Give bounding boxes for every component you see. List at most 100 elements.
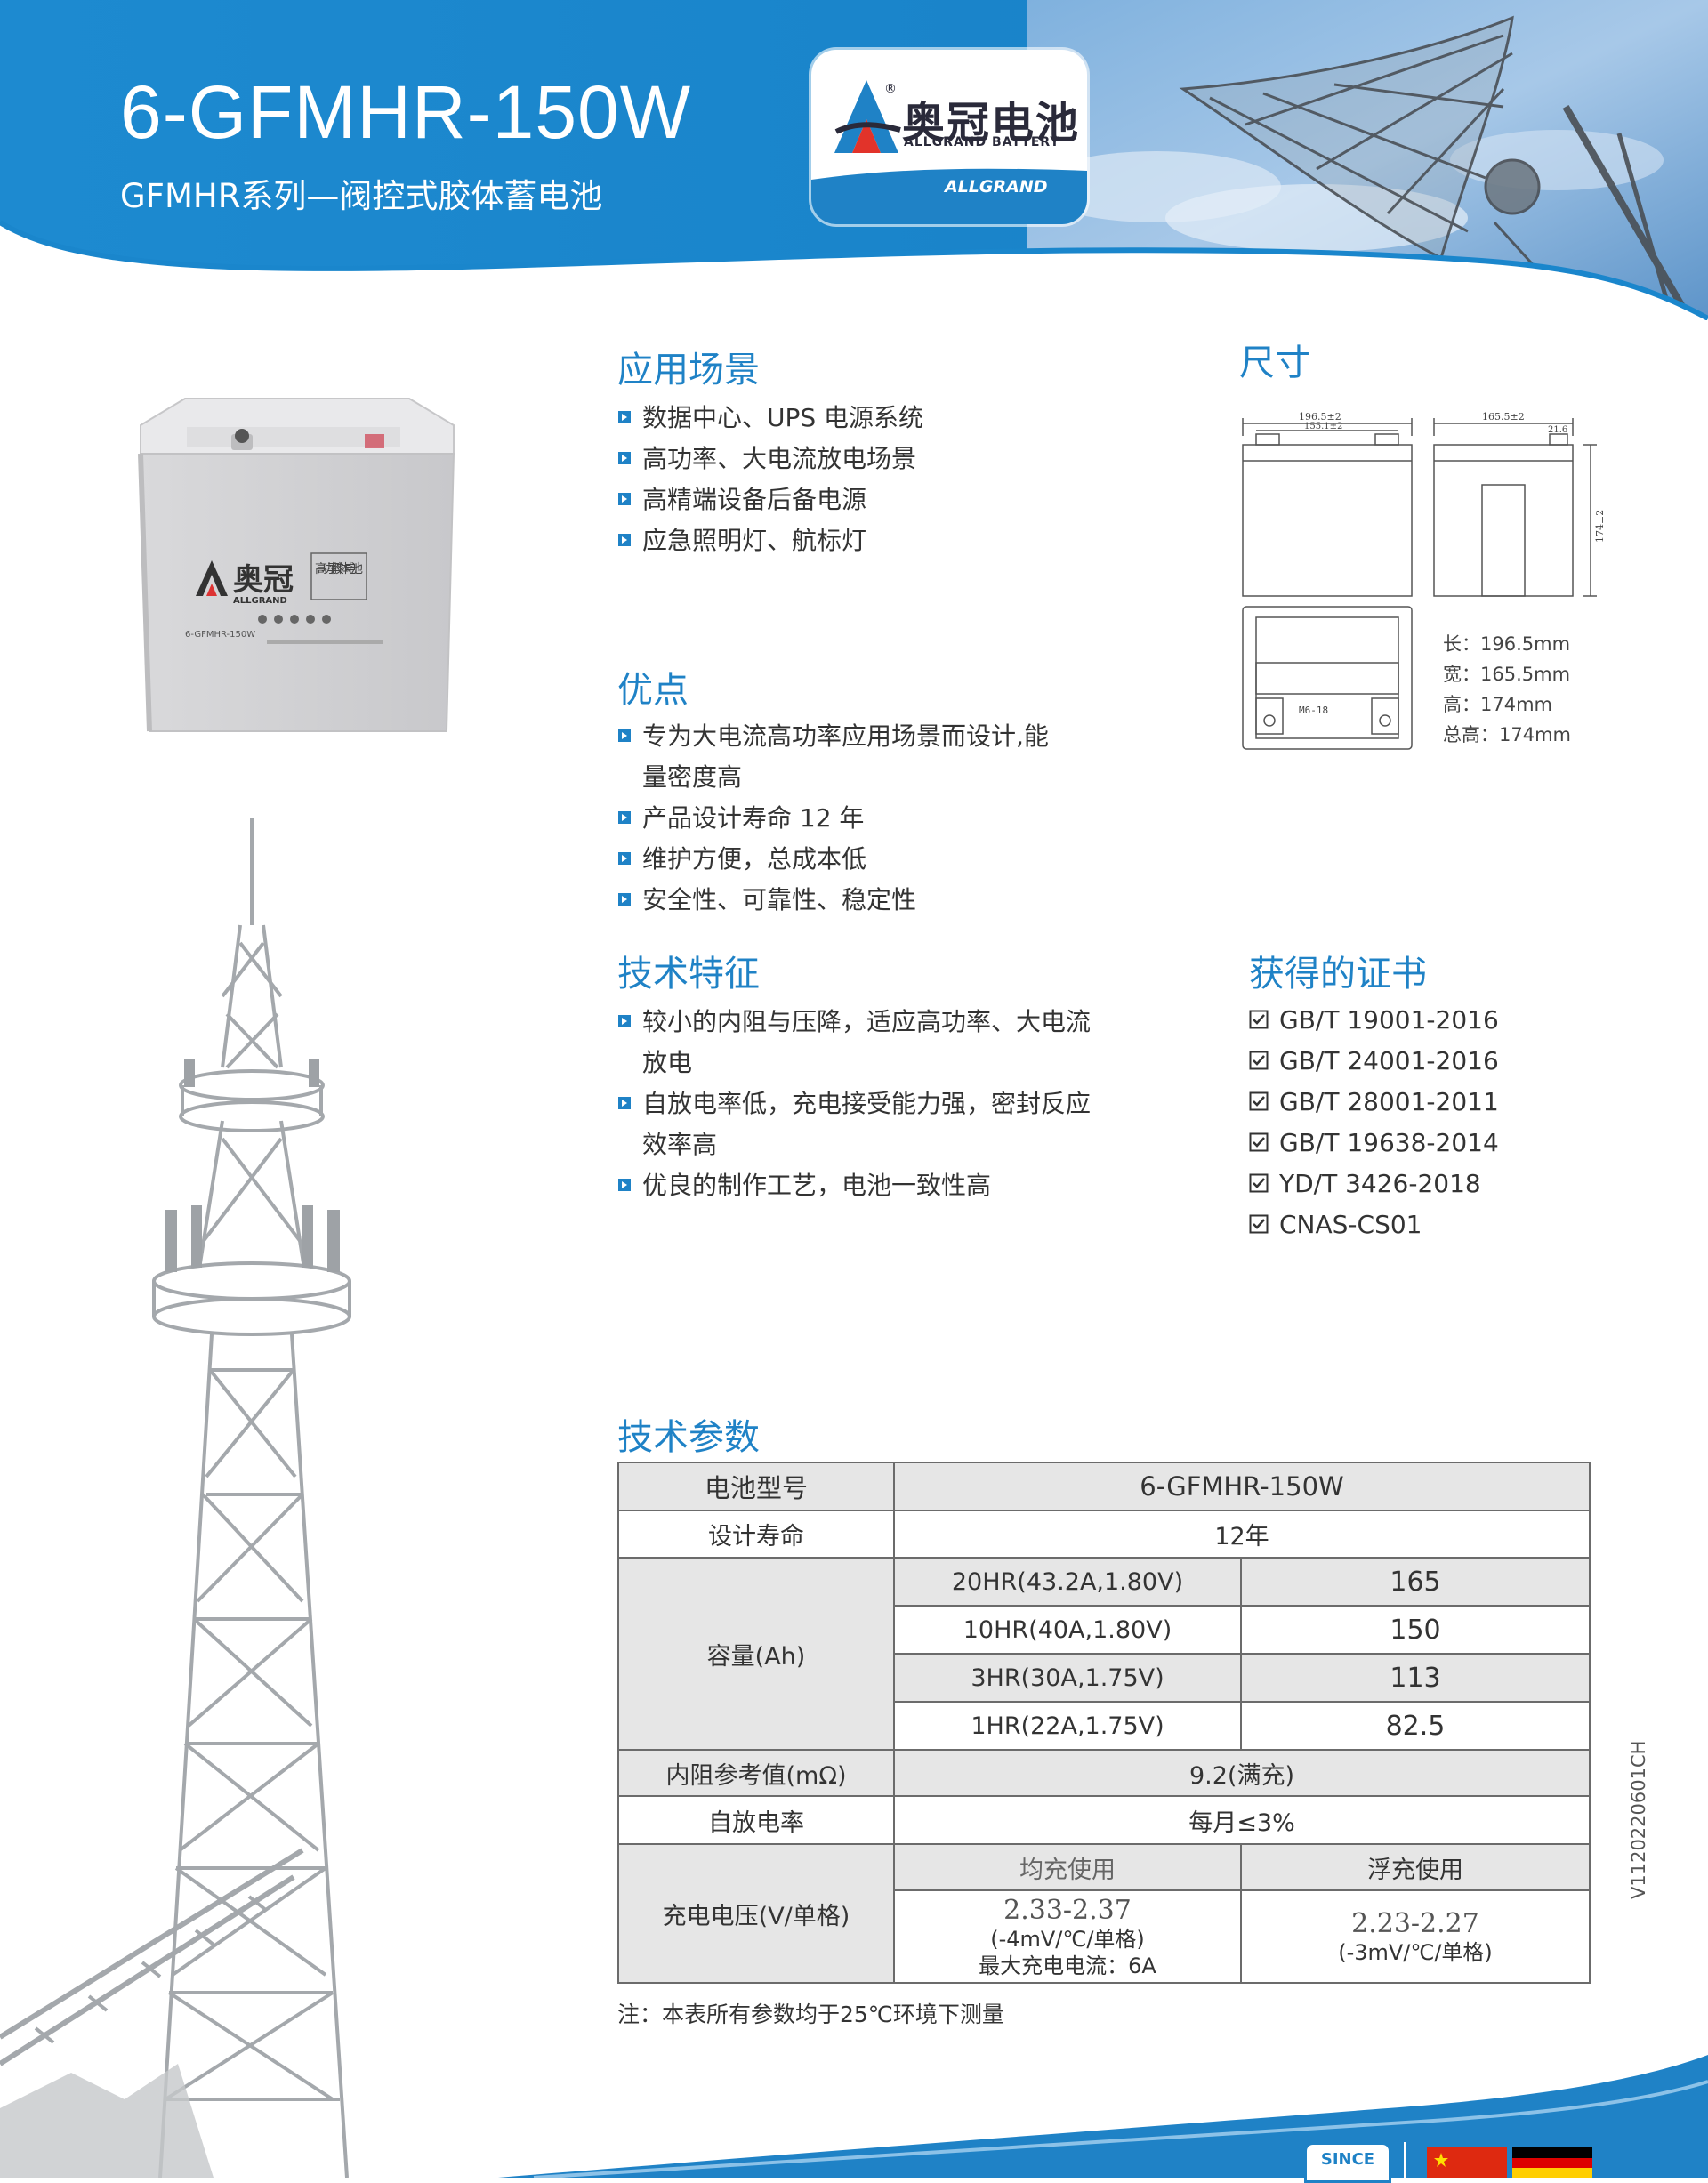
table-cell: 113 xyxy=(1240,1653,1591,1703)
table-cell: 电池型号 xyxy=(617,1462,895,1511)
checkbox-checked-icon xyxy=(1249,1132,1269,1152)
bullet-square-icon xyxy=(618,729,631,742)
list-item: CNAS-CS01 xyxy=(1249,1204,1623,1245)
spec-table: 电池型号 6-GFMHR-150W 设计寿命 12年 容量(Ah) 20HR(4… xyxy=(617,1462,1591,1984)
table-cell: 充电电压(V/单格) xyxy=(617,1843,895,1984)
brand-name-cn: 奥冠电池 xyxy=(902,98,1081,148)
drawing-top-width: 196.5±2 xyxy=(1299,411,1341,423)
table-cell: 150 xyxy=(1240,1605,1591,1655)
advantages-list: 专为大电流高功率应用场景而设计,能量密度高 产品设计寿命 12 年 维护方便，总… xyxy=(617,716,1116,921)
bullet-square-icon xyxy=(618,493,631,505)
table-cell: 设计寿命 xyxy=(617,1510,895,1559)
table-row: 设计寿命 12年 xyxy=(617,1510,1591,1559)
drawing-side-width: 165.5±2 xyxy=(1482,411,1525,423)
list-item: 自放电率低，充电接受能力强，密封反应效率高 xyxy=(617,1083,1116,1165)
features-list: 较小的内阻与压降，适应高功率、大电流放电 自放电率低，充电接受能力强，密封反应效… xyxy=(617,1002,1116,1206)
brand-name-en: ALLGRAND BATTERY xyxy=(904,135,1060,149)
checkbox-checked-icon xyxy=(1249,1214,1269,1234)
satellite-dish-illustration xyxy=(1179,15,1694,318)
checkbox-checked-icon xyxy=(1249,1173,1269,1193)
brand-band-text: ALLGRAND xyxy=(945,177,1048,197)
china-flag-icon xyxy=(1427,2147,1507,2178)
registered-mark: ® xyxy=(884,82,897,96)
bullet-square-icon xyxy=(618,852,631,865)
drawing-terminal: 21.6 xyxy=(1548,425,1567,435)
list-item: 优良的制作工艺，电池一致性高 xyxy=(617,1165,1116,1206)
bullet-square-icon xyxy=(618,534,631,546)
brand-logo: ® 奥冠电池 ALLGRAND BATTERY ALLGRAND xyxy=(811,50,1087,224)
list-item: 专为大电流高功率应用场景而设计,能量密度高 xyxy=(617,716,1116,798)
list-item: YD/T 3426-2018 xyxy=(1249,1164,1623,1204)
applications-list: 数据中心、UPS 电源系统 高功率、大电流放电场景 高精端设备后备电源 应急照明… xyxy=(617,398,1116,561)
applications-title: 应用场景 xyxy=(617,350,760,391)
equalize-range: 2.33-2.37 xyxy=(1003,1894,1132,1926)
table-row: 10HR(40A,1.80V) 150 xyxy=(618,1605,1591,1655)
dimension-total-height: 总高：174mm xyxy=(1443,724,1571,745)
dimension-drawing: 196.5±2 155.1±2 165.5±2 21.6 174±2 M6-18 xyxy=(1242,411,1606,750)
bullet-square-icon xyxy=(618,893,631,906)
table-cell: 每月≤3% xyxy=(893,1795,1591,1845)
drawing-height: 174±2 xyxy=(1594,510,1606,543)
allgrand-logo-icon xyxy=(834,80,901,153)
table-row: 2.33-2.37 (-4mV/℃/单格) 最大充电电流：6A 2.23-2.2… xyxy=(618,1889,1591,1984)
table-cell: 均充使用 xyxy=(893,1843,1242,1891)
table-cell: 内阻参考值(mΩ) xyxy=(617,1749,895,1797)
checkbox-checked-icon xyxy=(1249,1051,1269,1070)
list-item: 高精端设备后备电源 xyxy=(617,479,1116,520)
table-row: 充电电压(V/单格) 均充使用 浮充使用 xyxy=(617,1843,1591,1984)
table-row: 3HR(30A,1.75V) 113 xyxy=(618,1653,1591,1703)
equalize-max-current: 最大充电电流：6A xyxy=(979,1953,1156,1978)
bullet-square-icon xyxy=(618,452,631,464)
advantages-title: 优点 xyxy=(617,670,689,711)
specs-title: 技术参数 xyxy=(617,1417,760,1458)
telecom-tower-image xyxy=(0,818,351,2178)
table-row: 电池型号 6-GFMHR-150W xyxy=(617,1462,1591,1511)
bullet-square-icon xyxy=(618,811,631,824)
float-range: 2.23-2.27 xyxy=(1351,1907,1479,1939)
certificates-title: 获得的证书 xyxy=(1249,954,1427,995)
list-item: GB/T 28001-2011 xyxy=(1249,1082,1623,1123)
float-coef: (-3mV/℃/单格) xyxy=(1338,1939,1493,1965)
table-row: 容量(Ah) 20HR(43.2A,1.80V) 165 xyxy=(617,1557,1591,1751)
dimension-length: 长：196.5mm xyxy=(1443,633,1571,655)
table-cell: 1HR(22A,1.75V) xyxy=(893,1701,1242,1751)
table-cell: 9.2(满充) xyxy=(893,1749,1591,1797)
series-subtitle: GFMHR系列—阀控式胶体蓄电池 xyxy=(120,177,603,215)
table-cell: 165 xyxy=(1240,1557,1591,1607)
list-item: 数据中心、UPS 电源系统 xyxy=(617,398,1116,439)
list-item: 高功率、大电流放电场景 xyxy=(617,439,1116,479)
list-item: 产品设计寿命 12 年 xyxy=(617,798,1116,839)
certificates-list: GB/T 19001-2016 GB/T 24001-2016 GB/T 280… xyxy=(1249,1000,1623,1245)
list-item: 较小的内阻与压降，适应高功率、大电流放电 xyxy=(617,1002,1116,1083)
table-cell: 12年 xyxy=(893,1510,1591,1559)
checkbox-checked-icon xyxy=(1249,1010,1269,1029)
table-cell: 自放电率 xyxy=(617,1795,895,1845)
table-cell: 容量(Ah) xyxy=(617,1557,895,1751)
drawing-inner-width: 155.1±2 xyxy=(1304,422,1342,431)
list-item: GB/T 19638-2014 xyxy=(1249,1123,1623,1164)
germany-flag-icon xyxy=(1512,2147,1592,2178)
bullet-square-icon xyxy=(618,1097,631,1109)
features-title: 技术特征 xyxy=(617,954,760,995)
bullet-square-icon xyxy=(618,1015,631,1027)
table-row: 自放电率 每月≤3% xyxy=(617,1795,1591,1845)
battery-badge-text: 高功率 胶体电池 xyxy=(315,561,363,576)
model-title: 6-GFMHR-150W xyxy=(120,70,692,154)
logo-band xyxy=(811,168,1087,224)
battery-product-image: 奥冠 ALLGRAND 高功率 胶体电池 6-GFMHR-150W xyxy=(138,398,455,732)
table-cell: 10HR(40A,1.80V) xyxy=(893,1605,1242,1655)
version-code: V1120220601CH xyxy=(1628,1740,1649,1899)
list-item: 应急照明灯、航标灯 xyxy=(617,520,1116,561)
battery-brand-en: ALLGRAND xyxy=(233,596,287,606)
dimension-values: 长：196.5mm 宽：165.5mm 高：174mm 总高：174mm xyxy=(1443,629,1571,750)
table-cell: 浮充使用 xyxy=(1240,1843,1591,1891)
bullet-square-icon xyxy=(618,1179,631,1191)
table-cell: 3HR(30A,1.75V) xyxy=(893,1653,1242,1703)
drawing-bolt: M6-18 xyxy=(1299,705,1328,716)
footer-divider xyxy=(1404,2142,1406,2178)
since-badge: SINCE xyxy=(1304,2142,1391,2183)
checkbox-checked-icon xyxy=(1249,1092,1269,1111)
dimensions-title: 尺寸 xyxy=(1239,342,1310,383)
list-item: GB/T 24001-2016 xyxy=(1249,1041,1623,1082)
table-cell: 82.5 xyxy=(1240,1701,1591,1751)
